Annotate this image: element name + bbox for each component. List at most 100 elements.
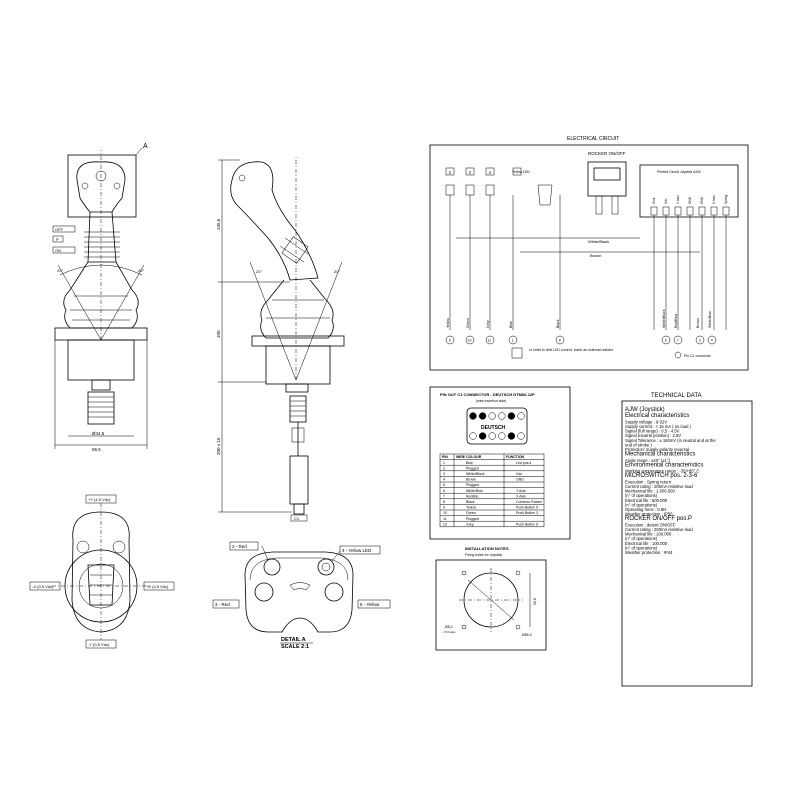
tech-heading: Electrical characteristics <box>625 413 689 419</box>
connector-pin-hole <box>478 432 487 440</box>
connector-pin-hole <box>478 412 487 420</box>
detail-caption-1: DETAIL A <box>281 637 306 643</box>
tech-heading: ROCKER ON/OFF pos.P <box>625 516 692 522</box>
pin-table-cell: Plugged <box>466 517 479 521</box>
wire-pin-circle <box>555 335 565 345</box>
tech-heading: Mechanical characteristics <box>625 452 695 458</box>
wire-name: Yellow <box>446 318 450 328</box>
tech-line: Angle range : ±20° (±1°) <box>625 458 671 463</box>
pin-table-cell: 11 <box>443 517 447 521</box>
detail-label-5: 5 - Yellow <box>360 602 380 607</box>
label-plus-y: +Y (4,5 Vdc) <box>88 497 111 502</box>
pin-table-cell: 8 <box>443 500 445 504</box>
pin-table-cell: Brown <box>466 478 476 482</box>
tech-heading: MICROSWITCH pos. 2-3-6 <box>625 473 698 479</box>
pcb-pin <box>686 206 694 216</box>
circuit-border <box>429 144 749 371</box>
wire-pin-number: 8 <box>559 339 561 343</box>
dim-diameter: Ø44,5 <box>92 431 105 436</box>
handle-head <box>76 161 126 213</box>
tech-border <box>621 400 753 687</box>
tech-line: Signal Tolerance : ± 150mV (in neutral a… <box>625 438 716 443</box>
tech-line: Execution : Spring return <box>625 479 672 484</box>
front-view: A OFF P ON 20° 20° <box>52 143 148 452</box>
wire-pin-circle <box>445 335 455 345</box>
pin-table-cell: 1 <box>443 461 445 465</box>
wire-name: White/Blue <box>708 311 712 328</box>
wire-pin-number: 9 <box>449 339 451 343</box>
pin-table-cell: 4 <box>443 478 445 482</box>
pin-table-cell: White/Blue <box>466 489 483 493</box>
detail-a-box <box>67 154 137 218</box>
top-number: 2 <box>449 170 452 175</box>
label-off: OFF <box>55 227 64 232</box>
pcb-box <box>639 164 739 218</box>
wire-name: Blue <box>509 321 513 328</box>
pcb-pin-label: X Axis <box>712 195 716 204</box>
dim-bottom: 200 ± 15 <box>216 437 221 455</box>
pin-table-cell: White/Black <box>466 472 485 476</box>
pin-table-cell: Green <box>466 511 476 515</box>
wire-name: Black <box>556 319 560 328</box>
tech-line: (n° of operations) <box>625 545 658 550</box>
install-subtitle: Fixing holes for Joystick <box>465 553 502 557</box>
wire-name: Red/Blue <box>674 314 678 328</box>
wire-name: Grey <box>486 320 490 328</box>
ajw-logo <box>289 582 311 591</box>
tech-line: Weather protection : IP44 <box>625 550 673 555</box>
tech-line: Weather protection : IP50 <box>625 512 673 517</box>
wire-pin-number: 10 <box>468 339 472 343</box>
label-minus-x: -X (0,5 Vdc) <box>32 584 54 589</box>
connector-nut <box>87 391 115 425</box>
detail-label-4: 4 - Yellow LED <box>342 548 372 553</box>
pcb-pin-label: GND <box>700 196 704 204</box>
yellow-led-label: Yellow LED <box>512 170 530 174</box>
wire-pin-number: 6 <box>665 339 667 343</box>
connector-pin-hole <box>498 412 506 420</box>
pin-table-header: FUNCTION <box>506 455 525 459</box>
tech-line: Mechanical life : 1.000.000 <box>625 489 675 494</box>
tech-line: (n° of operations) <box>625 493 658 498</box>
pin-table-cell: 7 <box>443 494 445 498</box>
connector-pin-hole <box>507 412 516 420</box>
wire-pin-circle <box>673 335 683 345</box>
pin-table-cell: Grey <box>466 522 474 526</box>
tech-line: Signal (full range) : 0,5 - 4,5V <box>625 429 680 434</box>
pinout-title: PIN OUT C1 CONNECTOR - DEUTSCH DTM06-12P <box>440 392 535 397</box>
pin-table-cell: Blue <box>466 461 473 465</box>
connector-pin-hole <box>488 412 496 420</box>
deutsch-connector <box>466 407 528 445</box>
wire-name: Green <box>466 318 470 328</box>
detail-head <box>244 551 354 633</box>
rocker-label: ROCKER ON/OFF <box>588 151 626 156</box>
circuit-title: ELECTRICAL CIRCUIT <box>567 136 619 142</box>
wire-pin-circle <box>661 335 671 345</box>
pin-table-cell: Push Button 6 <box>516 522 538 526</box>
pcb-pin <box>650 206 658 216</box>
wire-name: White/Black <box>662 309 666 328</box>
wire-pin-circle <box>465 335 475 345</box>
pcb-pin <box>698 206 706 216</box>
connector-pin-hole <box>488 432 496 440</box>
tech-line: Mechanical life : 100.000 <box>625 532 672 537</box>
dim-top: 135,5 <box>216 218 221 230</box>
connector-pin-hole <box>469 432 477 440</box>
top-number-box <box>445 167 455 176</box>
pin-table-cell: Common Rocker <box>516 500 543 504</box>
label-p: P <box>56 237 59 242</box>
tech-line: Signal (neutral position) : 2,5V <box>625 433 681 438</box>
dim-mid: 100 <box>216 330 221 338</box>
connector-pin-hole <box>517 412 525 420</box>
top-number-box <box>485 167 495 176</box>
pin-table-cell: Yellow <box>466 506 476 510</box>
tech-title: TECHNICAL DATA <box>651 393 702 399</box>
led-note: In order to limit LED current, insert an… <box>529 348 614 352</box>
wire-pin-number: 1 <box>512 339 514 343</box>
pin-table-cell: Led pos.4 <box>516 461 531 465</box>
white-black-label: White/Black <box>588 239 609 244</box>
tech-line: (n° of operations) <box>625 502 658 507</box>
brown-label: Brown <box>590 253 601 258</box>
rocker-switch <box>587 161 627 197</box>
pcb-pin-label: Spring <box>724 195 728 204</box>
